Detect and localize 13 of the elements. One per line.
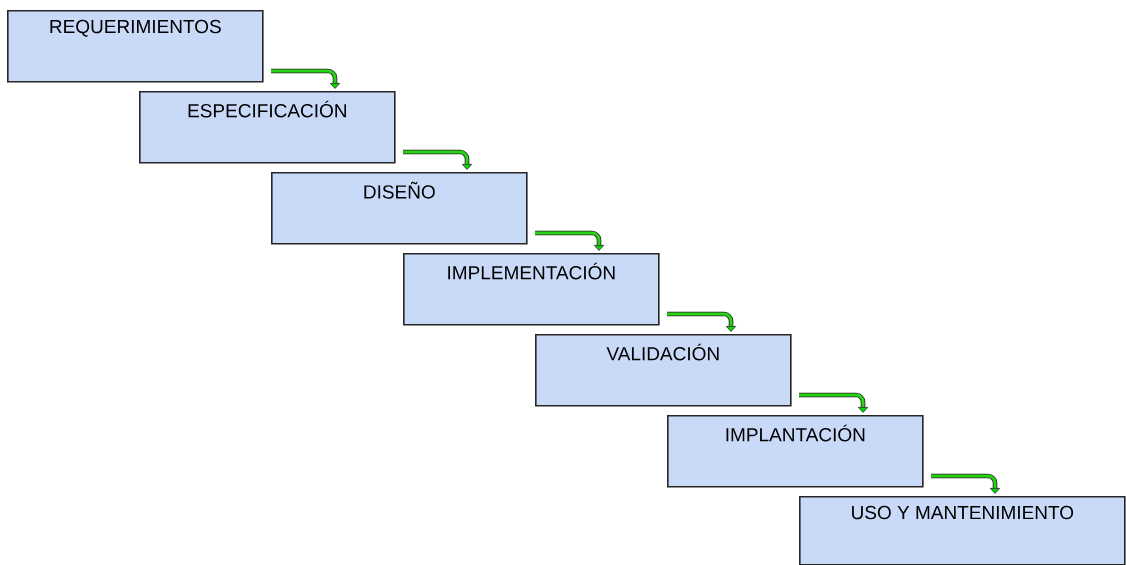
process-box: IMPLANTACIÓN — [667, 415, 924, 488]
arrow — [799, 392, 869, 413]
process-box: VALIDACIÓN — [535, 334, 792, 407]
arrow — [403, 149, 473, 170]
arrow — [271, 68, 341, 89]
arrow — [931, 473, 1001, 494]
process-box: REQUERIMIENTOS — [7, 10, 264, 83]
process-box: DISEÑO — [271, 172, 528, 245]
arrow — [667, 311, 737, 332]
process-box: USO Y MANTENIMIENTO — [799, 496, 1126, 565]
process-box: IMPLEMENTACIÓN — [403, 253, 660, 326]
process-box: ESPECIFICACIÓN — [139, 91, 396, 164]
arrow — [535, 230, 605, 251]
